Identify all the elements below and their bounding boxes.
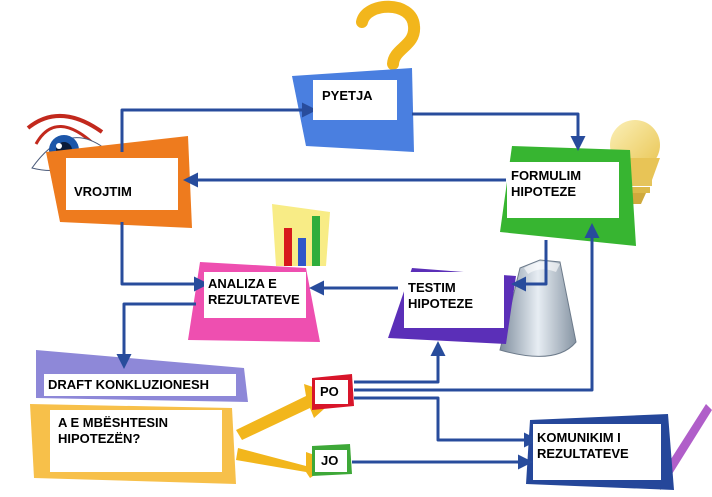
vrojtim-label-box bbox=[66, 158, 178, 210]
question-label-box bbox=[50, 410, 222, 472]
arrow-pyetja-formulim bbox=[412, 112, 586, 151]
arrow-vrojtim-analiza bbox=[120, 222, 209, 292]
komunikim-label-box bbox=[533, 424, 661, 480]
analiza-label-box bbox=[204, 272, 306, 318]
komunikim-label: KOMUNIKIM I REZULTATEVE bbox=[537, 430, 629, 461]
arrow-po-formulim bbox=[354, 223, 600, 392]
arrow-vrojtim-pyetja bbox=[120, 102, 317, 152]
draft-label-box bbox=[44, 374, 236, 396]
bar-chart-icon bbox=[272, 204, 330, 266]
jo-label-box bbox=[315, 450, 347, 472]
arrow-po-testim bbox=[354, 341, 446, 384]
pyetja-label: PYETJA bbox=[322, 88, 373, 103]
po-label: PO bbox=[320, 384, 339, 399]
branch-arrow-po bbox=[236, 384, 334, 440]
question-label: A E MBËSHTESIN HIPOTEZËN? bbox=[58, 415, 169, 446]
po-label-box bbox=[315, 380, 348, 404]
vrojtim-label: VROJTIM bbox=[74, 184, 132, 199]
testim-label: TESTIM HIPOTEZE bbox=[408, 280, 474, 311]
flask-icon bbox=[499, 259, 577, 357]
formulim-label-box bbox=[507, 162, 619, 218]
pyetja-label-box bbox=[313, 80, 397, 120]
branch-arrow-jo bbox=[236, 448, 334, 478]
arrow-po-komunikim bbox=[354, 396, 539, 448]
analiza-label: ANALIZA E REZULTATEVE bbox=[208, 276, 300, 307]
draft-label: DRAFT KONKLUZIONESH bbox=[48, 377, 210, 392]
arrow-analiza-draft bbox=[116, 302, 196, 369]
formulim-label: FORMULIM HIPOTEZE bbox=[511, 168, 582, 199]
jo-label: JO bbox=[321, 453, 339, 468]
arrow-formulim-testim bbox=[511, 240, 548, 292]
testim-label-box bbox=[404, 272, 504, 328]
